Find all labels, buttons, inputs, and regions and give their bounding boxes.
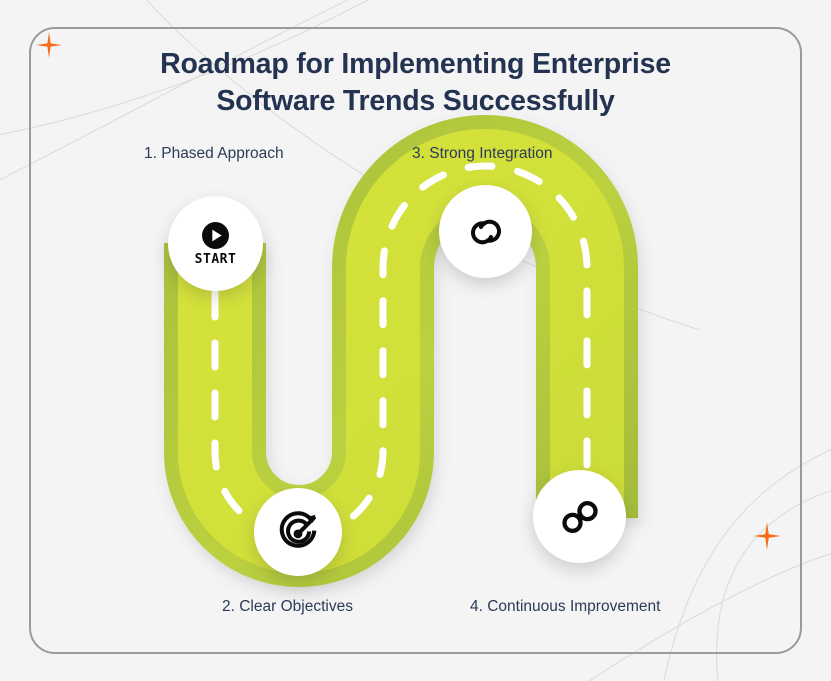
play-start-icon: START (195, 222, 237, 267)
milestone-node-1[interactable]: START (168, 196, 263, 291)
link-chain-icon (470, 219, 501, 244)
infinity-icon (561, 500, 598, 533)
title-line-2: Software Trends Successfully (216, 84, 615, 117)
card-frame (29, 27, 802, 654)
step-label-2: 2. Clear Objectives (222, 598, 353, 615)
step-label-1: 1. Phased Approach (144, 145, 284, 162)
milestone-node-4[interactable] (533, 470, 626, 563)
page-title: Roadmap for Implementing Enterprise Soft… (0, 46, 831, 120)
milestone-node-2[interactable] (254, 488, 342, 576)
step-label-3: 3. Strong Integration (412, 145, 553, 162)
target-icon (279, 511, 317, 548)
play-circle-icon (201, 222, 229, 249)
title-line-1: Roadmap for Implementing Enterprise (160, 48, 671, 80)
step-label-4: 4. Continuous Improvement (470, 598, 661, 615)
start-badge-text: START (194, 252, 237, 267)
milestone-node-3[interactable] (439, 185, 532, 278)
